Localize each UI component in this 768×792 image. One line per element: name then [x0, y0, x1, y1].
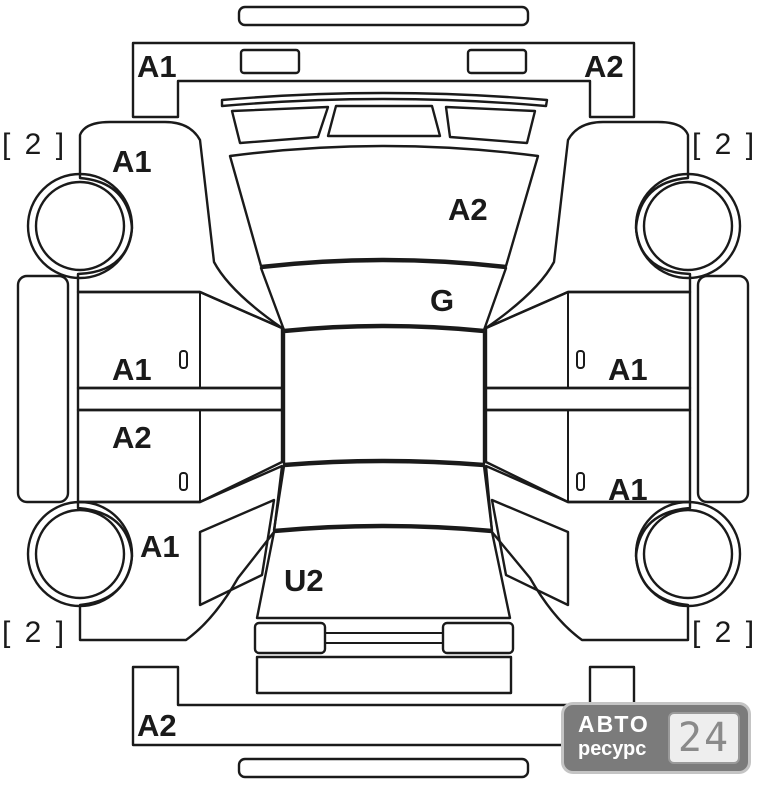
fender-front-left	[76, 120, 284, 330]
fender-rear-right	[484, 464, 692, 642]
roof	[282, 325, 486, 466]
tire-mark-rear-right: [ 2 ]	[692, 616, 757, 649]
fog-light-left	[239, 48, 301, 75]
label-door-front-right: A1	[608, 352, 648, 387]
handle-front-left	[179, 350, 188, 369]
logo-word: АВТО	[578, 711, 650, 737]
rear-bumper	[131, 665, 636, 747]
door-rear-right	[484, 408, 692, 504]
tail-light-left	[253, 621, 327, 655]
wheel-front-left	[26, 172, 134, 280]
headlight-right	[444, 105, 537, 145]
front-bumper-strip	[237, 5, 530, 27]
rear-bumper-strip	[237, 757, 530, 779]
label-windshield: G	[430, 283, 454, 318]
fender-rear-left	[76, 464, 284, 642]
door-rear-left	[76, 408, 284, 504]
headlight-left	[230, 105, 330, 145]
sill-left	[76, 386, 284, 412]
sill-right	[484, 386, 692, 412]
wheel-front-right	[634, 172, 742, 280]
label-front-bumper-left: A1	[137, 49, 177, 84]
quarter-window-left	[198, 498, 276, 607]
label-rear-bumper: A2	[137, 708, 177, 743]
label-fender-front-left: A1	[112, 144, 152, 179]
wheel-rear-right	[634, 500, 742, 608]
grille	[326, 104, 442, 138]
wheel-rear-left	[26, 500, 134, 608]
hood	[228, 144, 540, 268]
tire-mark-front-right: [ 2 ]	[692, 128, 757, 161]
logo-subword: ресурс	[578, 738, 647, 760]
rear-window	[272, 460, 494, 532]
fog-light-right	[466, 48, 528, 75]
label-door-front-left: A1	[112, 352, 152, 387]
rear-panel	[255, 655, 513, 695]
handle-rear-right	[576, 472, 585, 491]
door-front-right	[484, 290, 692, 390]
label-door-rear-left: A2	[112, 420, 152, 455]
handle-front-right	[576, 350, 585, 369]
side-skirt-left	[16, 274, 70, 504]
logo-badge: 24	[668, 712, 740, 764]
avtoresurs-logo: АВТО ресурс 24	[564, 705, 748, 771]
tire-mark-front-left: [ 2 ]	[2, 128, 67, 161]
handle-rear-left	[179, 472, 188, 491]
label-fender-rear-left: A1	[140, 529, 180, 564]
tire-mark-rear-left: [ 2 ]	[2, 616, 67, 649]
windshield	[259, 259, 508, 332]
quarter-window-right	[490, 498, 570, 607]
side-skirt-right	[696, 274, 750, 504]
label-door-rear-right: A1	[608, 472, 648, 507]
door-front-left	[76, 290, 284, 390]
fender-front-right	[484, 120, 692, 330]
tail-light-right	[441, 621, 515, 655]
grille-strip	[220, 91, 549, 108]
label-trunk: U2	[284, 563, 324, 598]
label-front-bumper-right: A2	[584, 49, 624, 84]
front-bumper	[131, 41, 636, 119]
label-hood: A2	[448, 192, 488, 227]
